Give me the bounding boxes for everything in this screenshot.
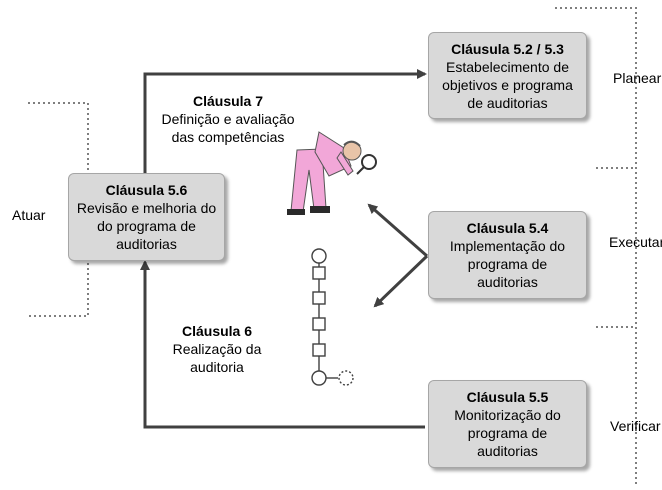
box-text: Estabelecimento de objetivos e programa … — [442, 58, 573, 111]
phase-planear: Planear — [613, 70, 662, 86]
label-title: Cláusula 6 — [181, 323, 253, 339]
label-text: Realização da auditoria — [172, 341, 262, 375]
box-title: Cláusula 5.6 — [105, 182, 188, 198]
box-clause-5-6: Cláusula 5.6 Revisão e melhoria do do pr… — [68, 173, 225, 261]
box-text: Implementação do programa de auditorias — [449, 238, 566, 290]
arrow-to-audit — [373, 254, 429, 308]
label-title: Cláusula 7 — [192, 93, 264, 109]
right-bracket-line — [555, 7, 637, 486]
label-clause-7: Cláusula 7 Definição e avaliação das com… — [158, 92, 298, 146]
arrow-to-competence — [367, 203, 428, 258]
label-text: Definição e avaliação das competências — [161, 111, 295, 145]
box-clause-5-2: Cláusula 5.2 / 5.3 Estabelecimento de ob… — [428, 32, 587, 119]
box-text: Revisão e melhoria do do programa de aud… — [76, 200, 217, 252]
phase-verificar: Verificar — [610, 418, 661, 434]
box-text: Monitorização do programa de auditorias — [454, 407, 561, 459]
box-title: Cláusula 5.5 — [466, 389, 549, 405]
phase-executar: Executar — [609, 234, 662, 250]
box-title: Cláusula 5.2 / 5.3 — [451, 40, 564, 57]
phase-atuar: Atuar — [12, 207, 46, 223]
audit-chain-icon — [311, 248, 354, 386]
auditor-magnifier-icon — [287, 131, 377, 215]
box-title: Cláusula 5.4 — [466, 220, 549, 236]
arrow-to-planning — [143, 69, 427, 173]
arrow-to-review — [140, 260, 425, 429]
label-clause-6: Cláusula 6 Realização da auditoria — [162, 322, 272, 376]
box-clause-5-4: Cláusula 5.4 Implementação do programa d… — [428, 211, 587, 299]
box-clause-5-5: Cláusula 5.5 Monitorização do programa d… — [428, 380, 587, 468]
arrows — [140, 69, 429, 429]
